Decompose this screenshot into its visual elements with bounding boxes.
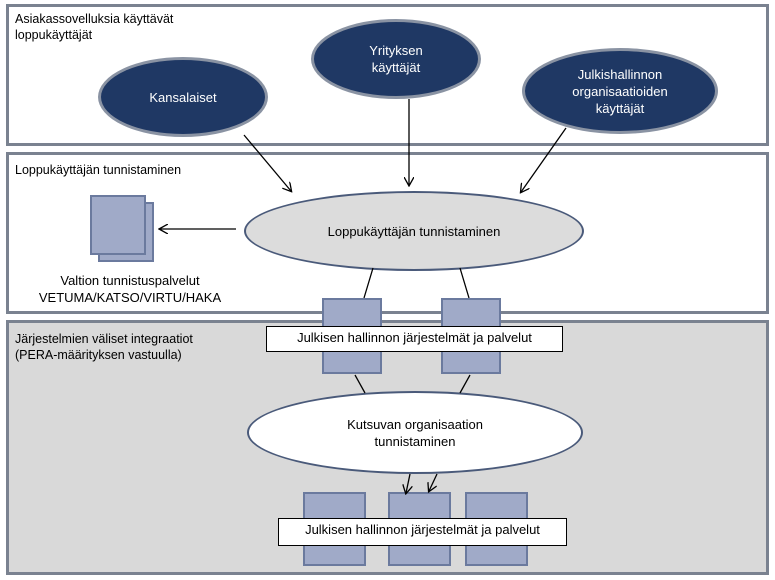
citizens-label: Kansalaiset <box>149 89 217 105</box>
company-users-label: Yrityksen käyttäjät <box>369 43 423 75</box>
calling-org-identification-ellipse: Kutsuvan organisaation tunnistaminen <box>247 391 583 474</box>
end-user-identification-label: Loppukäyttäjän tunnistaminen <box>327 223 501 239</box>
state-services-label: Valtion tunnistuspalvelut VETUMA/KATSO/V… <box>38 273 222 305</box>
identification-section-label: Loppukäyttäjän tunnistaminen <box>15 163 182 177</box>
citizens-ellipse: Kansalaiset <box>98 57 268 137</box>
upper-systems-label: Julkisen hallinnon järjestelmät ja palve… <box>266 326 563 352</box>
public-admin-users-label: Julkishallinnon organisaatioiden käyttäj… <box>572 66 668 116</box>
calling-org-identification-label: Kutsuvan organisaation tunnistaminen <box>347 416 483 449</box>
state-service-doc-front <box>90 195 146 255</box>
end-user-identification-ellipse: Loppukäyttäjän tunnistaminen <box>244 191 584 271</box>
company-users-ellipse: Yrityksen käyttäjät <box>311 19 481 99</box>
end-users-section-label: Asiakassovelluksia käyttävät loppukäyttä… <box>15 12 174 42</box>
integrations-section-label: Järjestelmien väliset integraatiot (PERA… <box>15 332 193 362</box>
public-admin-users-ellipse: Julkishallinnon organisaatioiden käyttäj… <box>522 48 718 134</box>
lower-systems-label: Julkisen hallinnon järjestelmät ja palve… <box>278 518 567 546</box>
